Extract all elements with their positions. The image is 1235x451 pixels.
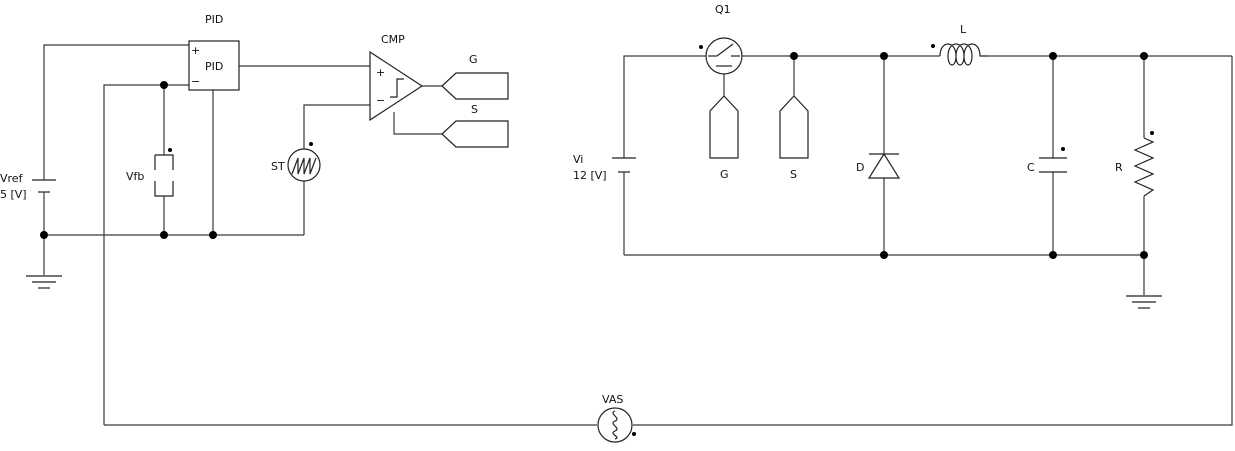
junction-dot — [209, 231, 217, 239]
cmp-plus-sign: + — [376, 66, 385, 79]
inductor-label: L — [960, 23, 967, 36]
capacitor-label: C — [1027, 161, 1035, 174]
junction-dot — [160, 231, 168, 239]
resistor-r[interactable]: R — [1115, 131, 1155, 197]
capacitor-c[interactable]: C — [1027, 147, 1067, 174]
st-sawtooth-source[interactable]: ST — [271, 142, 321, 182]
ground-symbol-left — [26, 275, 62, 289]
gate-input-label: G — [720, 168, 729, 181]
pid-block[interactable]: PID PID + − — [188, 13, 240, 91]
power-wires — [623, 55, 1232, 295]
junction-dot — [880, 251, 888, 259]
junction-dot — [1049, 52, 1057, 60]
ground-symbol-right — [1126, 295, 1162, 309]
gate-output-label: G — [469, 53, 478, 66]
junction-dot — [40, 231, 48, 239]
vfb-label: Vfb — [126, 170, 144, 183]
cmp-title: CMP — [381, 33, 405, 46]
vref-source[interactable]: Vref 5 [V] — [0, 172, 56, 201]
resistor-label: R — [1115, 161, 1123, 174]
junctions — [40, 52, 1148, 259]
diode-d[interactable]: D — [856, 152, 901, 179]
vi-source[interactable]: Vi 12 [V] — [573, 153, 636, 182]
vref-value-label: 5 [V] — [0, 188, 27, 201]
q1-label: Q1 — [715, 3, 731, 16]
gate-output-terminal[interactable]: G — [441, 53, 509, 100]
pid-title: PID — [205, 13, 223, 26]
source-input-terminal[interactable]: S — [779, 95, 809, 181]
vas-label: VAS — [602, 393, 623, 406]
vref-name-label: Vref — [0, 172, 24, 185]
cmp-comparator[interactable]: + − CMP — [369, 33, 424, 122]
st-label: ST — [271, 160, 285, 173]
cmp-minus-sign: − — [376, 94, 385, 107]
pid-inner-label: PID — [205, 60, 223, 73]
inductor-l[interactable]: L — [931, 23, 988, 66]
vas-sensor[interactable]: VAS — [597, 393, 636, 443]
source-output-label: S — [471, 103, 478, 116]
junction-dot — [160, 81, 168, 89]
junction-dot — [790, 52, 798, 60]
vi-name-label: Vi — [573, 153, 583, 166]
vfb-sensor[interactable]: Vfb — [126, 148, 174, 197]
vi-value-label: 12 [V] — [573, 169, 607, 182]
gate-input-terminal[interactable]: G — [709, 95, 739, 181]
pid-minus-sign: − — [191, 75, 200, 88]
junction-dot — [880, 52, 888, 60]
control-wires — [43, 44, 1233, 426]
diode-label: D — [856, 161, 864, 174]
junction-dot — [1049, 251, 1057, 259]
source-output-terminal[interactable]: S — [441, 103, 509, 148]
source-input-label: S — [790, 168, 797, 181]
q1-switch[interactable]: Q1 — [699, 3, 743, 75]
junction-dot — [1140, 52, 1148, 60]
junction-dot — [1140, 251, 1148, 259]
pid-plus-sign: + — [191, 44, 200, 57]
